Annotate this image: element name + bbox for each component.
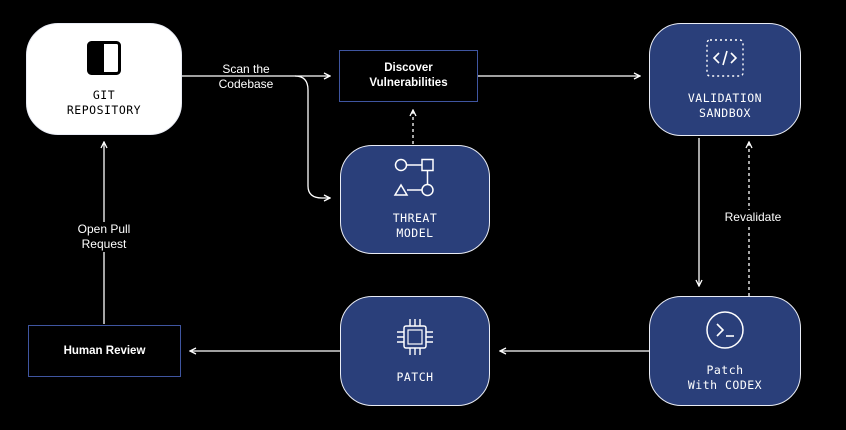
node-label: Discover Vulnerabilities [369, 62, 448, 89]
shapes-icon [393, 158, 437, 203]
node-human-review[interactable]: Human Review [28, 325, 181, 377]
edge-label-revalidate: Revalidate [713, 210, 793, 225]
node-patch[interactable]: PATCH [340, 296, 490, 406]
node-label: THREAT MODEL [392, 211, 438, 240]
node-threat-model[interactable]: THREAT MODEL [340, 145, 490, 254]
node-label: PATCH [396, 370, 434, 384]
node-label: GIT REPOSITORY [66, 87, 142, 117]
terminal-icon [705, 310, 745, 355]
chip-icon [395, 317, 435, 362]
node-label: VALIDATION SANDBOX [687, 91, 763, 120]
edge-label-scan-codebase: Scan the Codebase [218, 62, 274, 91]
repository-icon [87, 40, 121, 80]
arrow-git-to-threat [294, 75, 330, 198]
node-git-repository[interactable]: GIT REPOSITORY [26, 23, 182, 135]
node-label: Human Review [63, 344, 146, 357]
node-label: Patch With CODEX [687, 362, 763, 392]
edge-label-open-pull-request: Open Pull Request [64, 222, 144, 252]
node-patch-with-codex[interactable]: Patch With CODEX [649, 296, 801, 406]
node-discover-vulnerabilities[interactable]: Discover Vulnerabilities [339, 50, 478, 102]
node-validation-sandbox[interactable]: VALIDATION SANDBOX [649, 23, 801, 136]
code-window-icon [705, 38, 745, 83]
